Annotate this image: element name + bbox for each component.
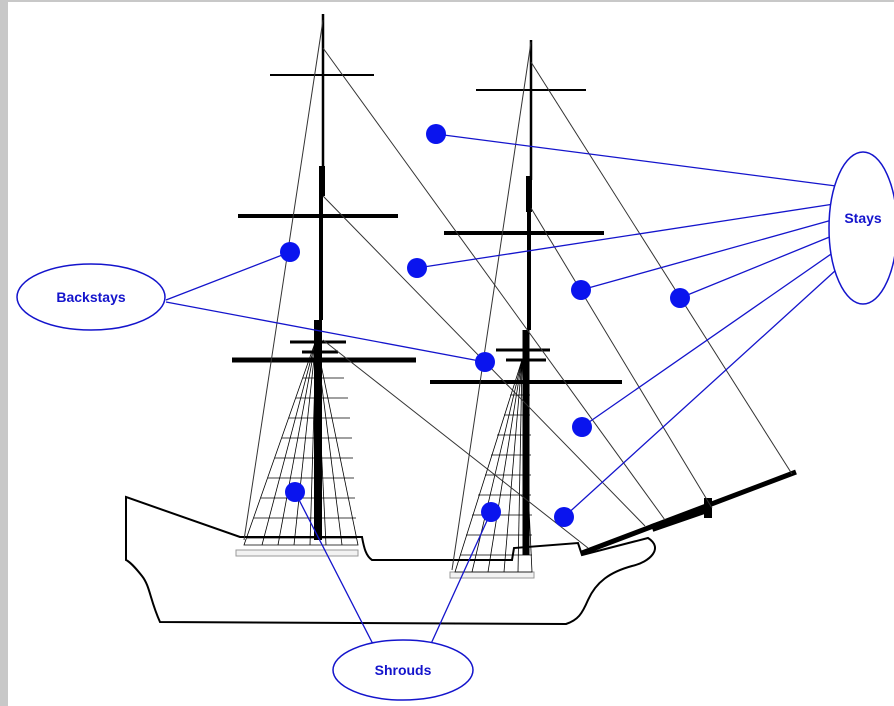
fore-shroud-netting xyxy=(243,338,359,546)
shroud-dot xyxy=(285,482,305,502)
top-frame-border xyxy=(0,0,894,2)
stay-dot xyxy=(571,280,591,300)
stay-line-fore-top xyxy=(322,47,666,521)
backstay-line-main xyxy=(451,41,532,571)
backstays-label: Backstays xyxy=(56,289,125,305)
bowsprit xyxy=(581,469,797,556)
backstay-dot xyxy=(280,242,300,262)
left-frame-border xyxy=(0,0,8,706)
backstay-line-fore xyxy=(243,19,324,541)
callout-leaders xyxy=(165,133,837,651)
shrouds-callout: Shrouds xyxy=(332,639,474,701)
ship-hull xyxy=(125,495,656,626)
fore-mast xyxy=(232,14,416,540)
backstay-dot xyxy=(475,352,495,372)
stay-line-fore-low xyxy=(322,339,589,549)
stay-dot xyxy=(572,417,592,437)
stay-line-main-mid xyxy=(530,207,713,509)
stay-dot xyxy=(426,124,446,144)
shroud-dot xyxy=(481,502,501,522)
rigging-lines xyxy=(243,19,793,571)
callout-dots xyxy=(280,124,690,527)
stays-callout: Stays xyxy=(828,151,894,305)
stay-dot xyxy=(670,288,690,308)
stay-dot xyxy=(554,507,574,527)
stays-label: Stays xyxy=(844,210,882,226)
shrouds-label: Shrouds xyxy=(375,662,432,678)
main-mast xyxy=(430,40,622,555)
main-shroud-netting xyxy=(454,359,533,573)
stay-dot xyxy=(407,258,427,278)
backstays-callout: Backstays xyxy=(16,263,166,331)
